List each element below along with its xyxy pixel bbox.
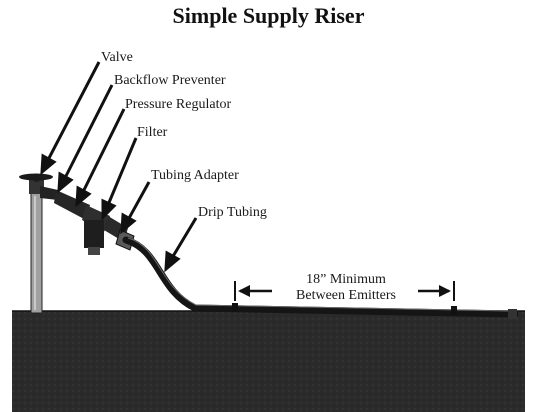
emitter <box>232 303 238 312</box>
tubing-end-cap <box>508 309 517 319</box>
arrow-valve <box>46 61 101 161</box>
label-filter: Filter <box>137 125 168 140</box>
arrow-backflow-preventer <box>63 84 114 179</box>
arrowhead-right-icon <box>439 285 451 297</box>
valve-elbow <box>40 186 58 200</box>
label-pressure-regulator: Pressure Regulator <box>125 97 232 112</box>
regulator-bowl <box>84 220 104 248</box>
arrow-pressure-regulator <box>81 108 126 193</box>
arrowhead-backflow-icon <box>57 171 74 194</box>
arrow-drip-tubing <box>170 217 198 259</box>
backflow-preventer <box>54 190 90 220</box>
label-drip-tubing: Drip Tubing <box>198 205 267 220</box>
arrowhead-regulator-icon <box>75 185 92 208</box>
arrowhead-left-icon <box>238 285 250 297</box>
valve-handle-icon <box>19 173 53 181</box>
arrowhead-drip-icon <box>164 250 181 273</box>
label-tubing-adapter: Tubing Adapter <box>151 168 239 183</box>
emitter-spacing-label: 18” Minimum Between Emitters <box>278 272 414 304</box>
emitter <box>451 306 457 315</box>
regulator-cap <box>88 247 100 255</box>
label-backflow-preventer: Backflow Preventer <box>114 73 226 88</box>
riser-pipe <box>30 191 43 314</box>
arrowhead-adapter-icon <box>120 212 137 235</box>
soil-ground <box>12 311 525 412</box>
arrowhead-valve-icon <box>40 153 57 176</box>
drip-tubing <box>122 236 519 318</box>
callout-arrows <box>40 61 198 273</box>
arrow-filter <box>106 137 138 206</box>
label-valve: Valve <box>101 50 133 65</box>
arrow-tubing-adapter <box>126 181 151 221</box>
arrowhead-filter-icon <box>101 198 117 221</box>
diagram-title: Simple Supply Riser <box>172 3 365 28</box>
emitter-spacing-line1: 18” Minimum <box>306 272 386 287</box>
drip-tubing-highlight <box>127 237 513 312</box>
emitter-spacing-line2: Between Emitters <box>296 288 396 303</box>
